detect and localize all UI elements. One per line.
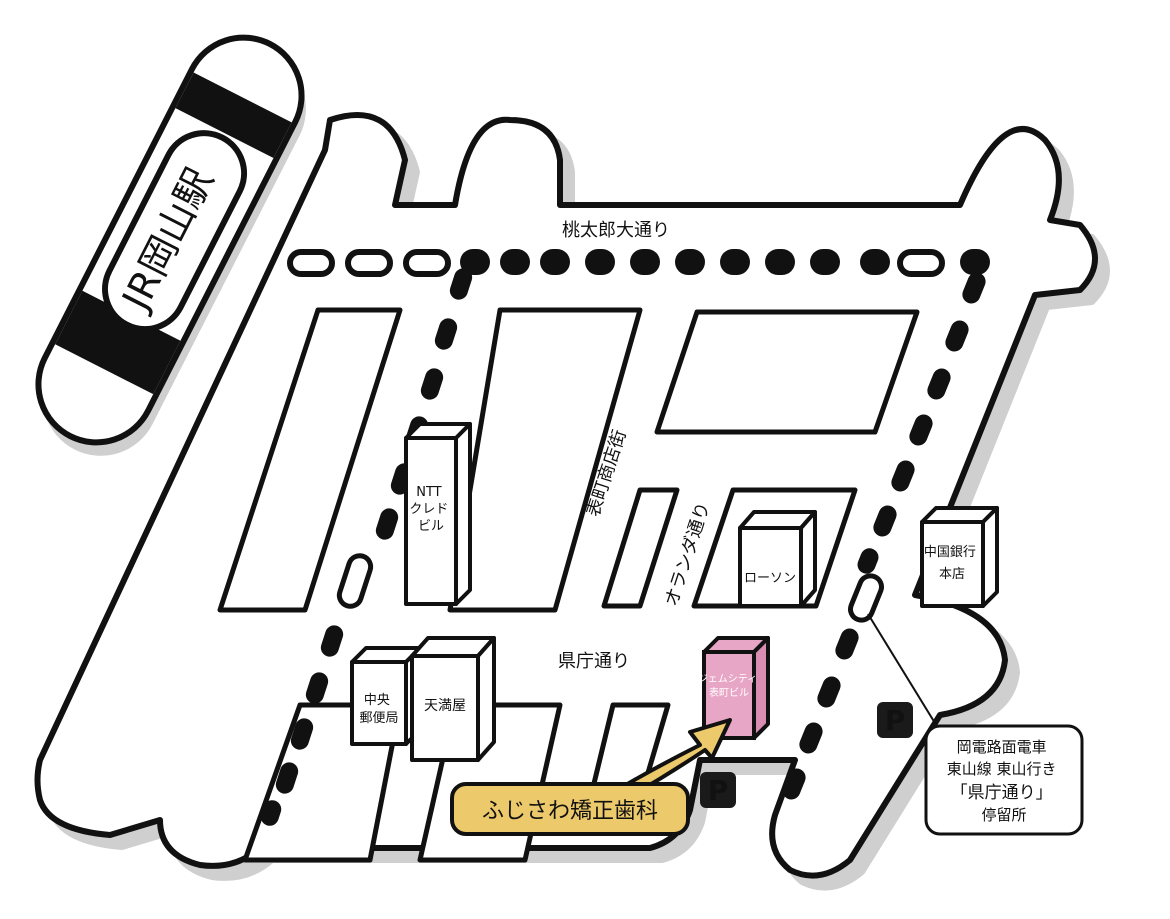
- ntt-label-line1: NTT: [416, 485, 441, 500]
- tram-stop-line1: 岡電路面電車: [957, 738, 1047, 756]
- lawson-label: ローソン: [744, 571, 796, 586]
- parking-sign-east: P: [877, 702, 913, 738]
- svg-text:岡電路面電車 東山線 東山行き 「県: 岡電路面電車 東山線 東山行き 「県庁通り」 停留所: [947, 738, 1062, 824]
- chugoku-bank-label-line1: 中国銀行: [924, 545, 976, 560]
- post-office-label-line2: 郵便局: [359, 711, 398, 726]
- tram-line-west: [260, 268, 473, 826]
- ntt-label-line3: ビル: [418, 519, 444, 534]
- parking-sign-south: P: [700, 772, 736, 808]
- destination-label: ふじさわ矯正歯科: [482, 799, 658, 824]
- building-lawson: ローソン: [738, 510, 817, 608]
- tram-stop-line4: 停留所: [981, 806, 1026, 824]
- building-ntt-credo: NTT クレド ビル: [404, 422, 472, 606]
- building-central-post-office: 中央 郵便局: [350, 646, 422, 746]
- gem-city-label-line1: ジェムシティ: [698, 673, 757, 685]
- svg-text:中央 郵便局: 中央 郵便局: [359, 693, 398, 726]
- destination-badge: ふじさわ矯正歯科: [450, 782, 690, 836]
- svg-text:中国銀行 本店: 中国銀行 本店: [924, 545, 980, 582]
- building-gem-city: ジェムシティ 表町ビル: [698, 636, 770, 740]
- tenmaya-label: 天満屋: [424, 698, 466, 714]
- building-tenmaya: 天満屋: [410, 636, 496, 762]
- block-west: [217, 307, 403, 613]
- tram-line-east: [782, 272, 986, 800]
- tram-stop-line3: 「県庁通り」: [951, 783, 1053, 803]
- block-north-east: [654, 309, 920, 435]
- tram-stop-callout: 岡電路面電車 東山線 東山行き 「県庁通り」 停留所: [924, 724, 1084, 836]
- tram-stop-leader-line: [867, 613, 939, 729]
- gem-city-label-line2: 表町ビル: [709, 686, 749, 699]
- chugoku-bank-label-line2: 本店: [939, 567, 965, 582]
- ntt-label-line2: クレド: [409, 502, 448, 517]
- building-chugoku-bank: 中国銀行 本店: [920, 506, 999, 608]
- svg-text:NTT クレド ビル: NTT クレド ビル: [409, 485, 452, 534]
- svg-text:ジェムシティ 表町ビル: ジェムシティ 表町ビル: [698, 673, 761, 699]
- street-label-momotaro: 桃太郎大通り: [562, 220, 670, 241]
- jr-okayama-station: JR岡山駅: [35, 34, 306, 456]
- parking-label-east: P: [885, 704, 906, 737]
- tram-stop-line2: 東山線 東山行き: [947, 760, 1057, 778]
- block-oranda-west: [601, 487, 680, 609]
- post-office-label-line1: 中央: [364, 693, 390, 708]
- street-label-kencho: 県庁通り: [558, 651, 630, 672]
- tram-line-north: [287, 249, 990, 277]
- parking-label-south: P: [708, 774, 729, 807]
